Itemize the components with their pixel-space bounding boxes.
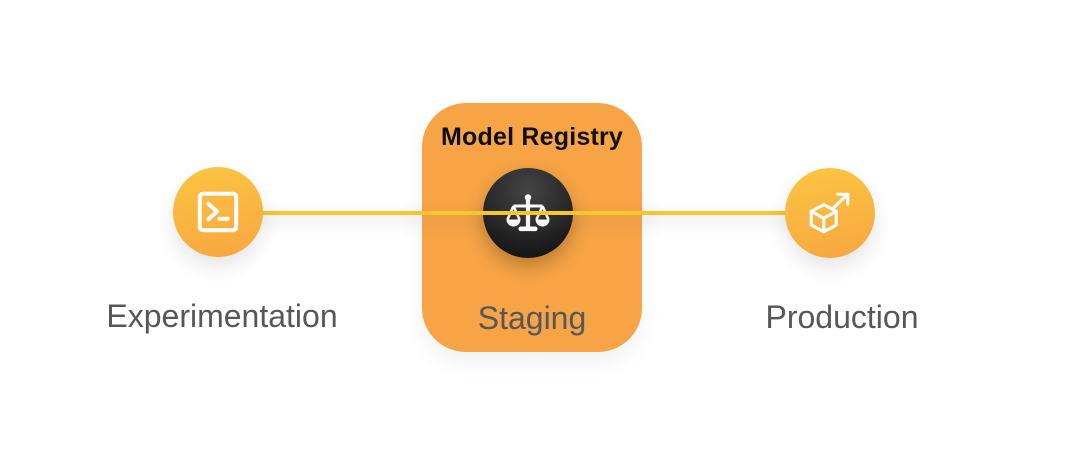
experimentation-label: Experimentation [106, 298, 338, 334]
cube-arrow-icon [805, 188, 855, 238]
model-registry-box: Model Registry Staging [422, 103, 642, 352]
terminal-icon [195, 189, 241, 235]
staging-label: Staging [477, 300, 587, 336]
connector-line [218, 211, 830, 215]
experimentation-node [173, 167, 263, 257]
production-label: Production [765, 299, 919, 335]
production-node [785, 168, 875, 258]
model-registry-title: Model Registry [441, 123, 623, 151]
